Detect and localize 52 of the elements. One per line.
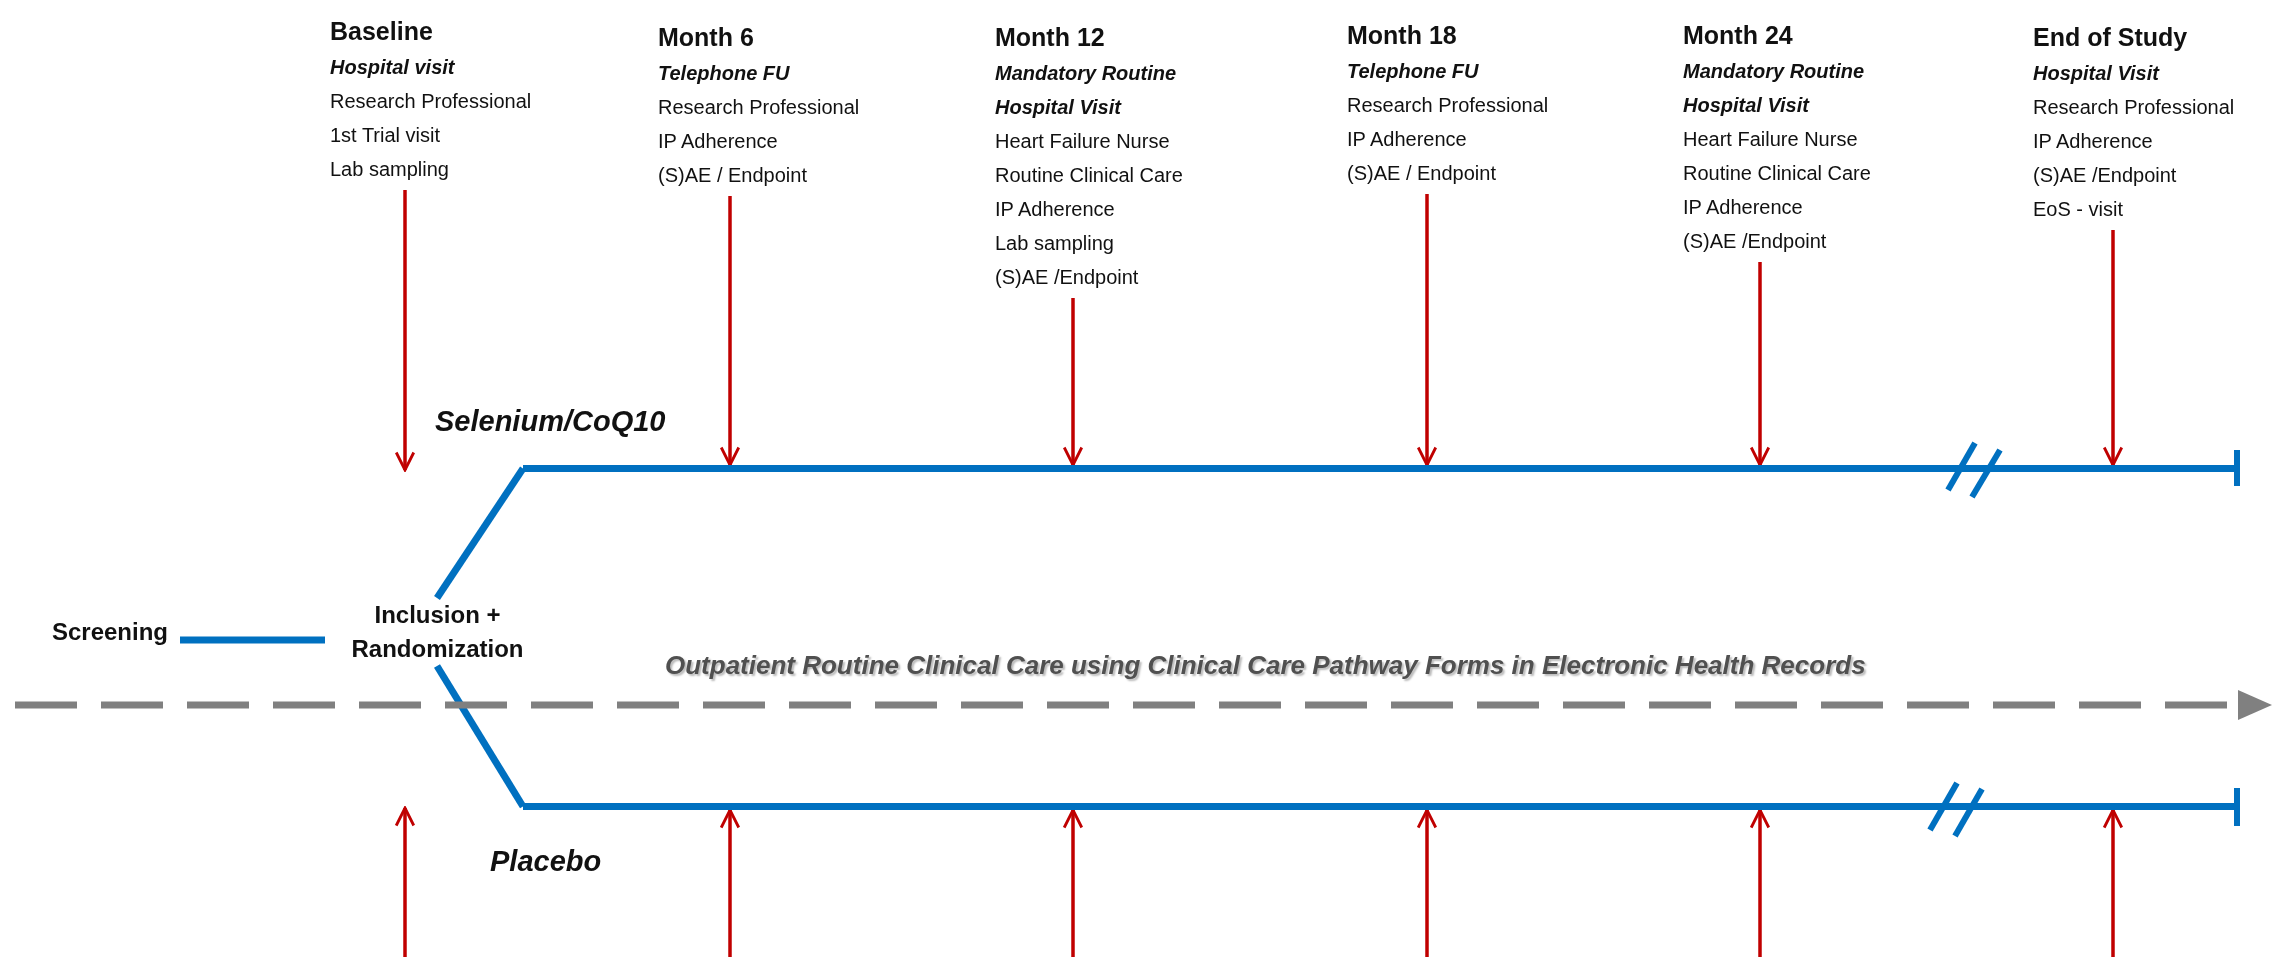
arrow	[2102, 230, 2124, 467]
visit-item: 1st Trial visit	[330, 123, 442, 148]
arrow	[2102, 808, 2124, 957]
visit-item: (S)AE /Endpoint	[995, 265, 1140, 290]
visit-heading: Baseline	[330, 16, 434, 47]
visit-type: Telephone FU	[658, 61, 791, 86]
visit-item: (S)AE / Endpoint	[658, 163, 808, 188]
arrow	[719, 196, 741, 467]
visit-heading: Month 12	[995, 22, 1106, 53]
visit-item: Routine Clinical Care	[995, 163, 1184, 188]
visit-heading: Month 24	[1683, 20, 1794, 51]
visit-item: Research Professional	[330, 89, 533, 114]
visit-type: Hospital Visit	[2033, 61, 2161, 86]
care-pathway-label: Outpatient Routine Clinical Care using Clinical Care Pathway Forms in Electronic Health Records	[665, 650, 1866, 681]
arrow	[1749, 262, 1771, 467]
connector-line	[434, 664, 526, 809]
visit-item: IP Adherence	[658, 129, 779, 154]
visit-item: Heart Failure Nurse	[995, 129, 1171, 154]
visit-item: Research Professional	[658, 95, 861, 120]
visit-item: IP Adherence	[995, 197, 1116, 222]
visit-heading: Month 6	[658, 22, 755, 53]
arrow	[1062, 808, 1084, 957]
visit-item: IP Adherence	[1683, 195, 1804, 220]
visit-item: Research Professional	[2033, 95, 2236, 120]
visit-item: Research Professional	[1347, 93, 1550, 118]
phase-label: Screening	[40, 615, 180, 649]
visit-heading: Month 18	[1347, 20, 1458, 51]
connector-line	[434, 466, 526, 600]
visit-type: Mandatory Routine Hospital Visit	[995, 61, 1178, 120]
arrow	[1416, 808, 1438, 957]
visit-item: Lab sampling	[995, 231, 1115, 256]
arrow	[719, 808, 741, 957]
visit-item: (S)AE / Endpoint	[1347, 161, 1497, 186]
visit-type: Hospital visit	[330, 55, 456, 80]
visit-item: Lab sampling	[330, 157, 450, 182]
arm-label: Selenium/CoQ10	[435, 405, 666, 438]
visit-item: (S)AE /Endpoint	[1683, 229, 1828, 254]
arrow	[1749, 808, 1771, 957]
visit-item: IP Adherence	[1347, 127, 1468, 152]
visit-type: Mandatory Routine Hospital Visit	[1683, 59, 1866, 118]
visit-item: (S)AE /Endpoint	[2033, 163, 2178, 188]
visit-item: Heart Failure Nurse	[1683, 127, 1859, 152]
arrow	[1416, 194, 1438, 467]
visit-heading: End of Study	[2033, 22, 2189, 53]
visit-type: Telephone FU	[1347, 59, 1480, 84]
arm-label: Placebo	[490, 845, 602, 878]
visit-item: IP Adherence	[2033, 129, 2154, 154]
visit-item: Routine Clinical Care	[1683, 161, 1872, 186]
arrow	[1062, 298, 1084, 467]
phase-label: Inclusion + Randomization	[325, 598, 550, 666]
visit-item: EoS - visit	[2033, 197, 2125, 222]
arrow	[394, 190, 416, 472]
